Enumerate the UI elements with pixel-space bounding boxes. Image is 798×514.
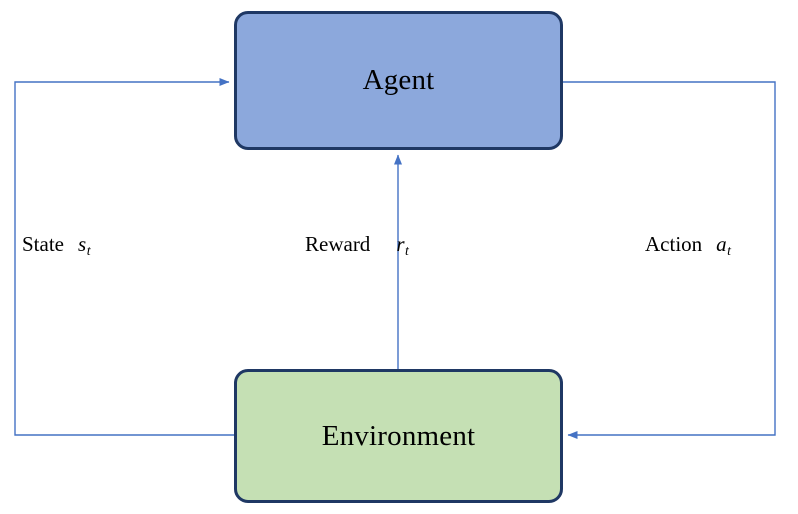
- environment-node-label: Environment: [321, 419, 476, 452]
- action-variable: at: [716, 232, 732, 258]
- reward-variable-symbol: r: [396, 232, 405, 256]
- state-connector: [14, 78, 234, 436]
- state-variable-symbol: s: [78, 232, 87, 256]
- state-edge-label-text: State: [22, 232, 64, 256]
- agent-node[interactable]: Agent: [234, 11, 563, 150]
- action-edge-label-text: Action: [645, 232, 703, 256]
- reward-variable-subscript: t: [405, 242, 409, 258]
- state-variable-subscript: t: [86, 242, 91, 258]
- reward-edge-label: Reward rt: [305, 234, 409, 258]
- action-connector: [563, 81, 776, 439]
- action-variable-symbol: a: [716, 232, 727, 256]
- environment-node[interactable]: Environment: [234, 369, 563, 503]
- reward-edge-label-text: Reward: [305, 232, 371, 256]
- agent-node-label: Agent: [362, 64, 435, 96]
- state-variable: st: [78, 232, 91, 258]
- reward-variable: rt: [396, 232, 409, 258]
- action-variable-subscript: t: [727, 242, 732, 258]
